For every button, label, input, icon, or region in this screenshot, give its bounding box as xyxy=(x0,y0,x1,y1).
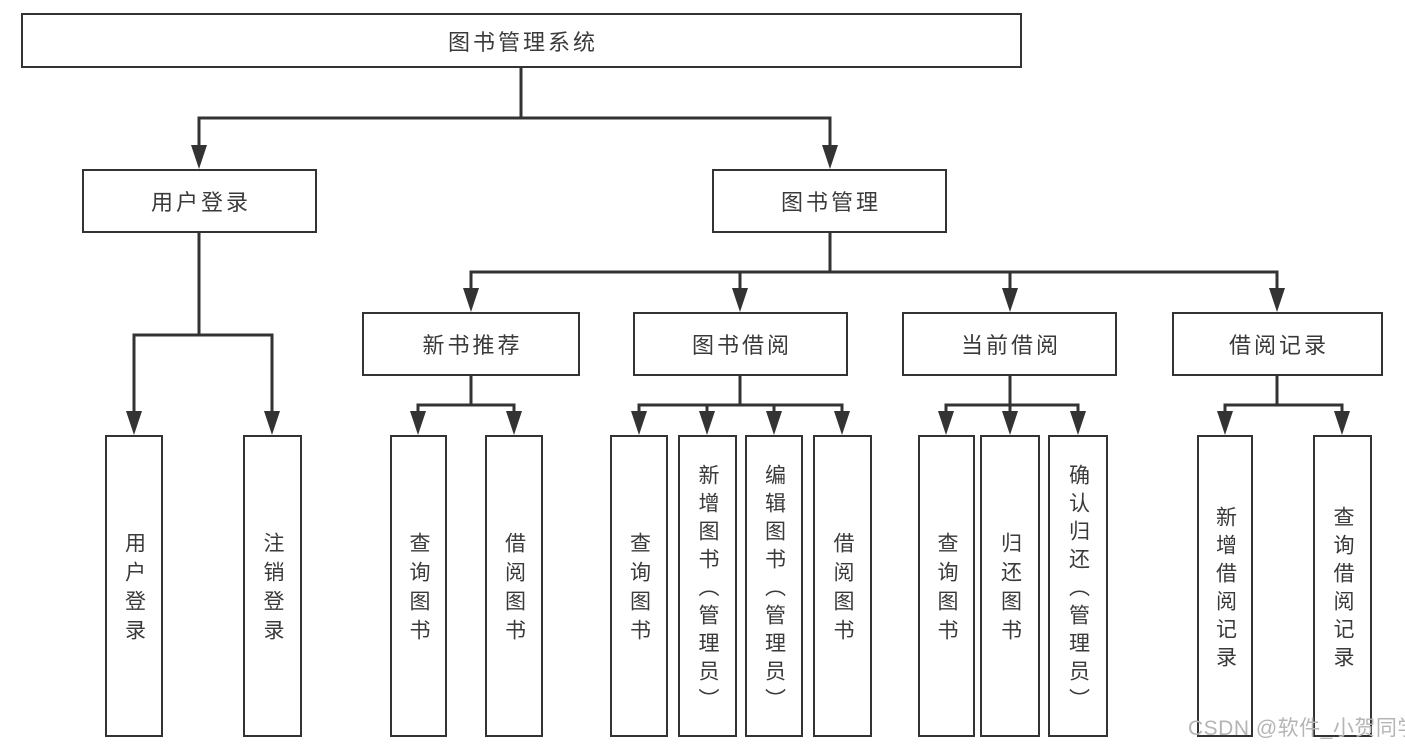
node-label: 图书管理 xyxy=(780,190,881,215)
node-label: 归还图书 xyxy=(998,532,1022,648)
watermark: CSDN @软件_小贺同学 xyxy=(1188,717,1405,740)
node-label: 新增图书（管理员） xyxy=(696,464,719,716)
node-borrow-records: 借阅记录 xyxy=(1172,312,1383,376)
node-label: 注销登录 xyxy=(261,532,284,648)
leaf-add-borrow-record: 新增借阅记录 xyxy=(1197,435,1253,737)
node-label: 查询图书 xyxy=(407,532,430,648)
node-label: 编辑图书（管理员） xyxy=(762,464,786,716)
node-label: 借阅记录 xyxy=(1228,333,1329,358)
leaf-query-books-current: 查询图书 xyxy=(918,435,975,737)
node-new-book-recommend: 新书推荐 xyxy=(362,312,580,376)
leaf-confirm-return-admin: 确认归还（管理员） xyxy=(1048,435,1108,737)
node-label: 借阅图书 xyxy=(831,532,854,648)
node-label: 图书借阅 xyxy=(691,333,792,358)
node-user-login: 用户登录 xyxy=(82,169,317,233)
node-library-management-system: 图书管理系统 xyxy=(21,13,1022,68)
node-label: 确认归还（管理员） xyxy=(1066,464,1090,716)
node-label: 查询借阅记录 xyxy=(1331,506,1354,674)
leaf-user-login: 用户登录 xyxy=(105,435,163,737)
node-label: 用户登录 xyxy=(150,190,251,215)
node-label: 查询图书 xyxy=(935,532,958,648)
node-label: 用户登录 xyxy=(122,532,146,648)
leaf-query-borrow-record: 查询借阅记录 xyxy=(1313,435,1372,737)
node-label: 新增借阅记录 xyxy=(1213,506,1237,674)
node-label: 查询图书 xyxy=(627,532,651,648)
leaf-borrow-books: 借阅图书 xyxy=(813,435,872,737)
leaf-add-book-admin: 新增图书（管理员） xyxy=(678,435,737,737)
leaf-edit-book-admin: 编辑图书（管理员） xyxy=(745,435,803,737)
leaf-borrow-books-recommend: 借阅图书 xyxy=(485,435,543,737)
node-book-borrow: 图书借阅 xyxy=(633,312,848,376)
node-label: 当前借阅 xyxy=(960,333,1061,358)
leaf-query-books-recommend: 查询图书 xyxy=(390,435,447,737)
node-label: 借阅图书 xyxy=(502,532,526,648)
node-label: 图书管理系统 xyxy=(447,29,598,55)
node-book-management: 图书管理 xyxy=(712,169,947,233)
leaf-query-books-borrow: 查询图书 xyxy=(610,435,668,737)
leaf-logout: 注销登录 xyxy=(243,435,302,737)
node-current-borrow: 当前借阅 xyxy=(902,312,1117,376)
node-label: 新书推荐 xyxy=(422,333,523,358)
leaf-return-book: 归还图书 xyxy=(980,435,1040,737)
